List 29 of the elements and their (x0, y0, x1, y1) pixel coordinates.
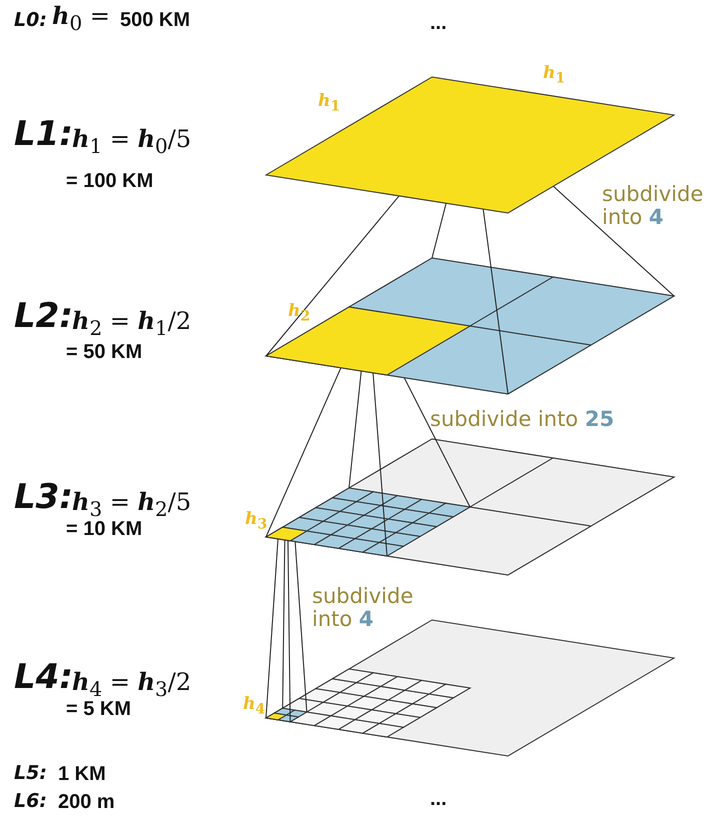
size-text: 500 KM (120, 9, 190, 31)
level-label: L1: (14, 116, 73, 154)
subdivide-note: subdivide into 25 (430, 408, 614, 432)
formula-text: h$_{1}$ = h$_{0}$/5 (72, 126, 192, 157)
size-text: = 10 KM (66, 518, 142, 540)
level-label: L5: (14, 763, 47, 784)
level-label: L6: (14, 791, 47, 812)
size-text: 1 KM (58, 763, 106, 785)
formula-text: h$_{0}$ = (52, 3, 110, 34)
subdivide-note: subdivide into 4 (602, 183, 704, 230)
formula-text: h$_{3}$ = h$_{2}$/5 (72, 489, 192, 520)
ellipsis-text: ... (430, 788, 447, 810)
ellipsis-text: ... (430, 12, 447, 34)
size-text: = 5 KM (66, 698, 132, 720)
size-text: 200 m (58, 791, 115, 813)
subdivide-note: subdivide into 4 (312, 585, 414, 632)
edge-length-label: h$_{1}$ (318, 92, 340, 115)
edge-length-label: h$_{1}$ (543, 64, 566, 87)
level-label: L4: (14, 659, 73, 696)
formula-text: h$_{4}$ = h$_{3}$/2 (72, 669, 192, 700)
size-text: = 100 KM (66, 170, 154, 192)
size-text: = 50 KM (66, 341, 142, 363)
edge-length-label: h$_{4}$ (243, 695, 266, 718)
edge-length-label: h$_{3}$ (245, 510, 268, 533)
formula-text: h$_{2}$ = h$_{1}$/2 (72, 308, 192, 339)
level-label: L0: (14, 10, 47, 31)
edge-length-label: h$_{2}$ (288, 302, 310, 325)
level-label: L2: (14, 298, 73, 336)
level-label: L3: (14, 479, 73, 516)
